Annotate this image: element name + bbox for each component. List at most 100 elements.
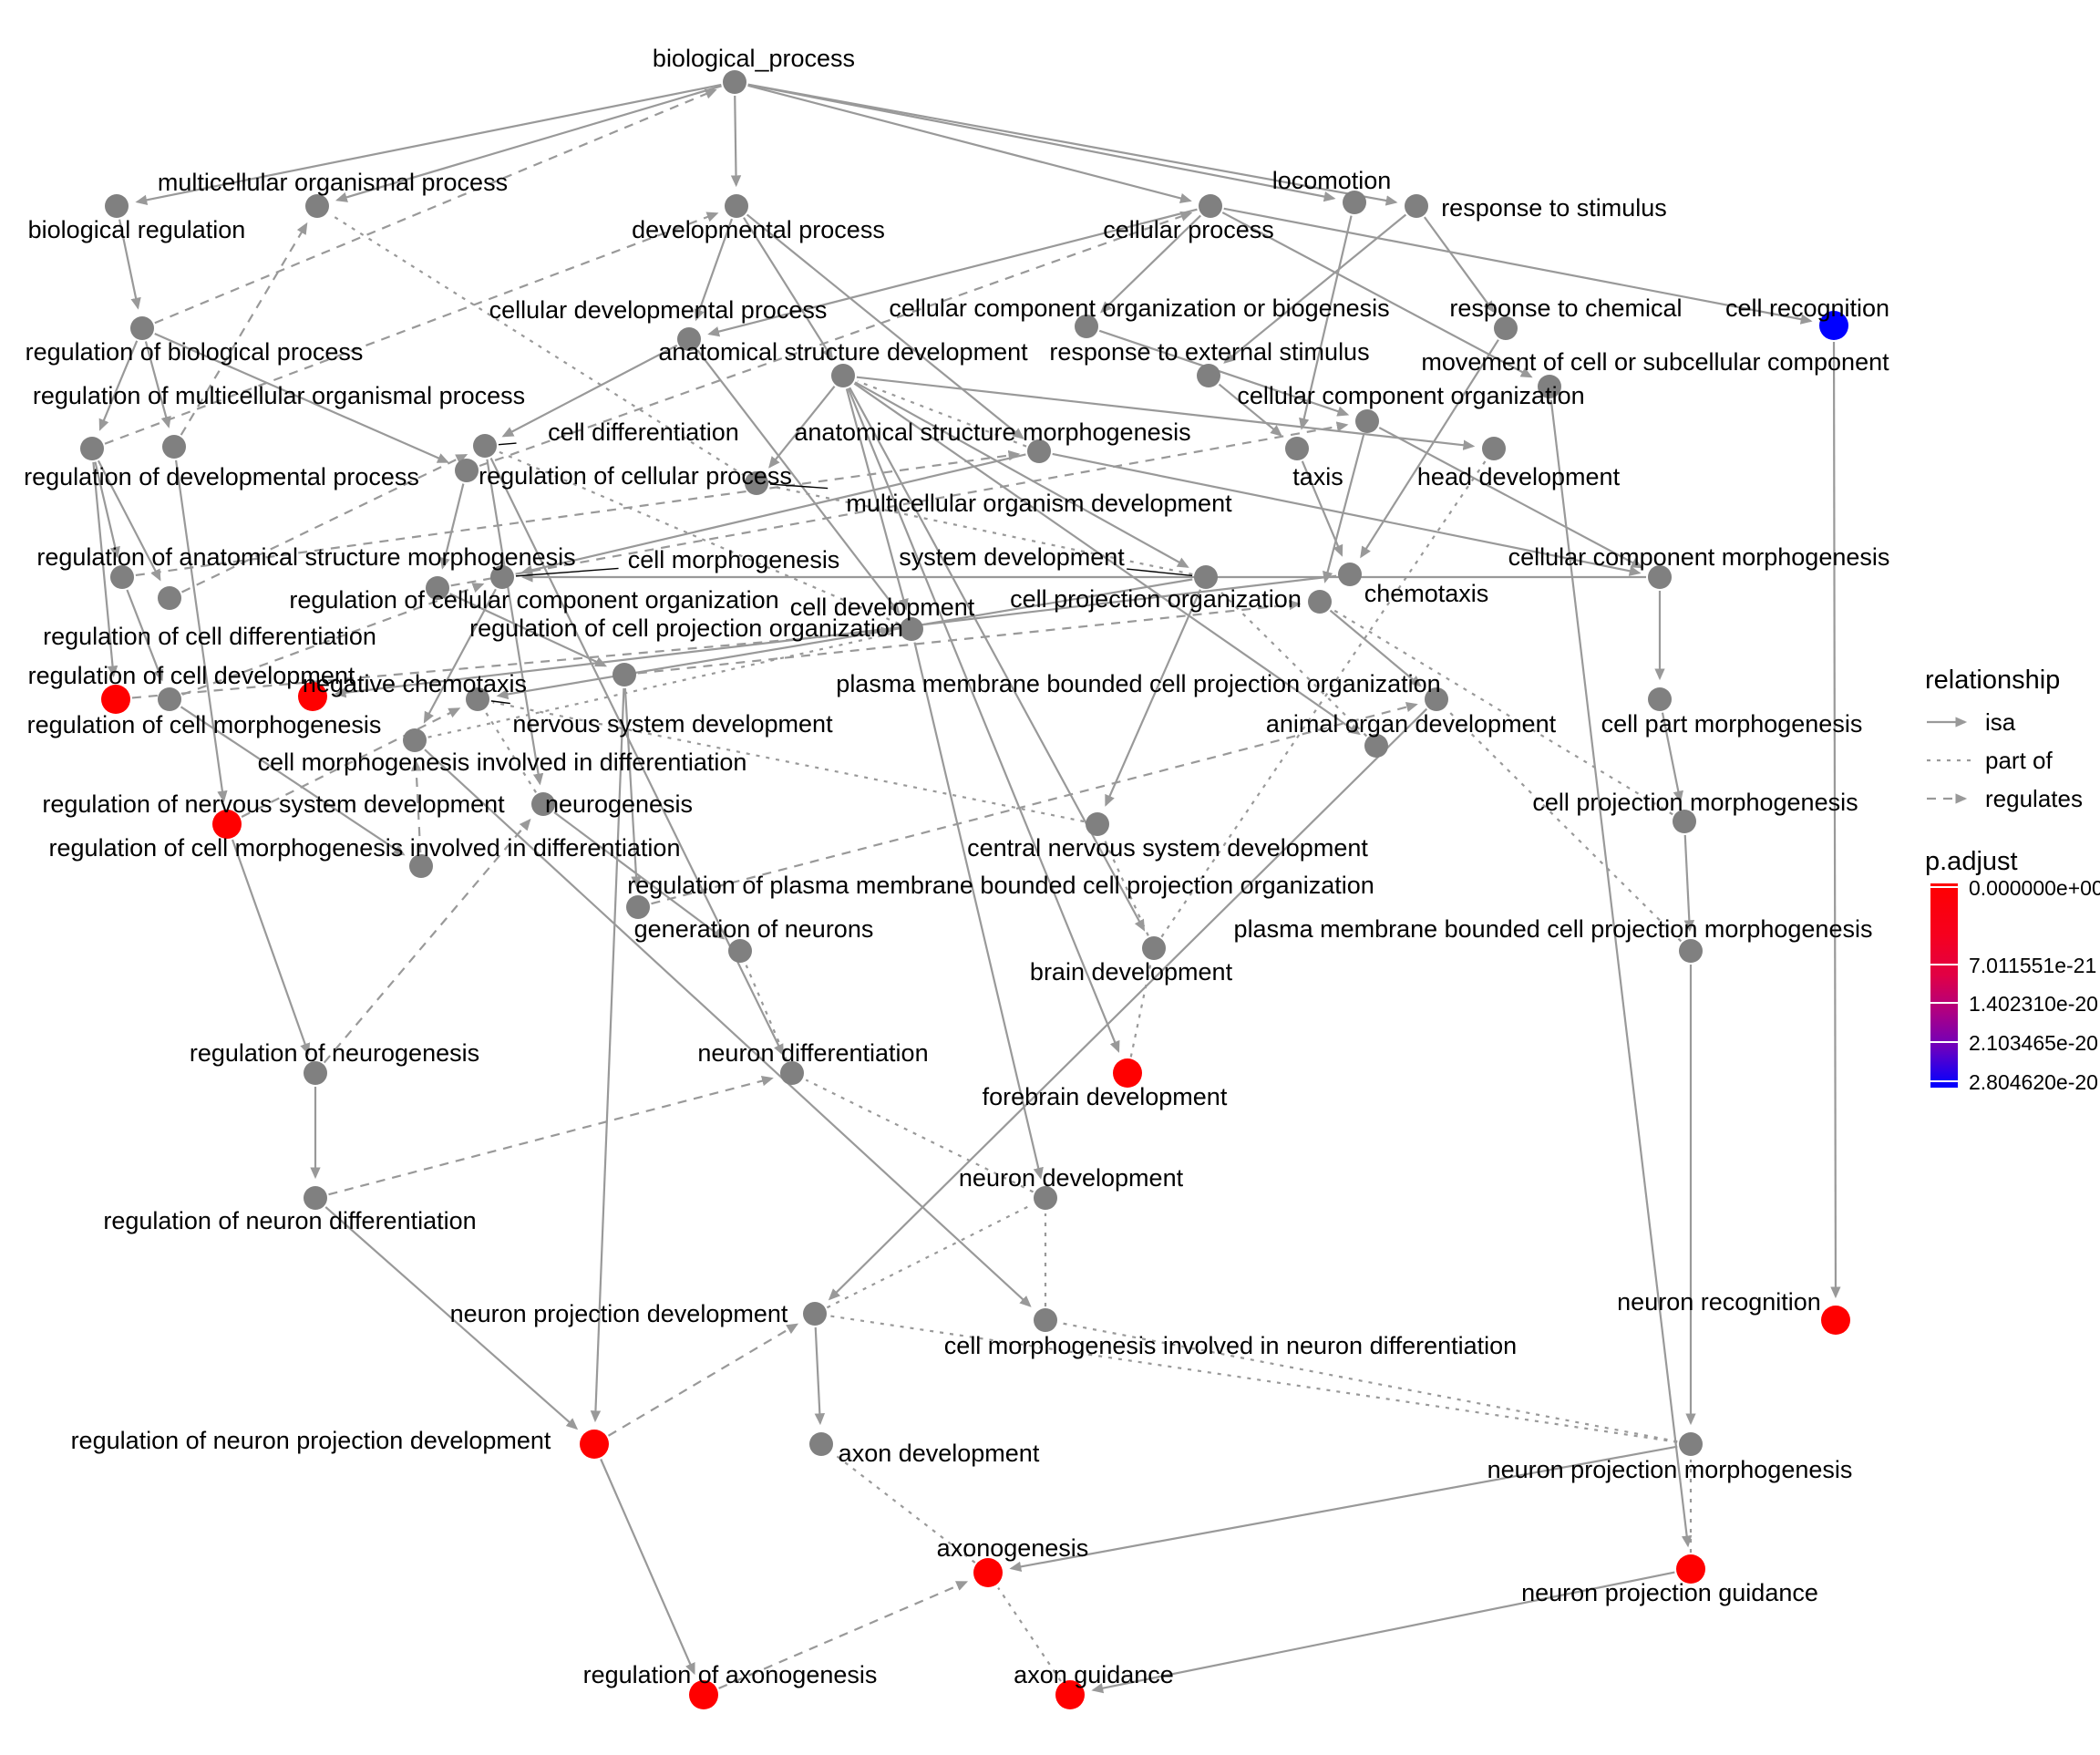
go-term-node <box>1113 1058 1142 1088</box>
go-term-label: anatomical structure development <box>658 338 1028 366</box>
go-term-label: multicellular organismal process <box>158 169 508 196</box>
go-term-label: cell morphogenesis <box>628 546 840 573</box>
edge-isa <box>730 95 742 188</box>
go-term-label: axon guidance <box>1014 1661 1174 1688</box>
edge-isa <box>747 84 1192 204</box>
edge-regulates <box>131 626 893 699</box>
go-term-label: movement of cell or subcellular componen… <box>1421 348 1889 376</box>
go-term-label: neuron development <box>959 1164 1184 1192</box>
go-term-label: regulation of cell projection organizati… <box>469 614 903 642</box>
go-term-node <box>304 1061 327 1085</box>
edge-part-of <box>745 965 788 1061</box>
colorbar-tick-label: 2.103465e-20 <box>1969 1031 2098 1055</box>
go-term-node <box>1364 734 1388 758</box>
legend-item-part-of: part of <box>1925 747 2100 774</box>
go-term-node <box>677 327 701 351</box>
edge-isa <box>853 382 1361 736</box>
go-term-label: regulation of cellular process <box>479 462 792 490</box>
edge-isa <box>439 483 465 570</box>
go-term-node <box>1027 439 1051 463</box>
go-term-node <box>1679 1432 1703 1456</box>
edge-isa <box>1223 207 1813 325</box>
label-leader-lines <box>490 442 1193 705</box>
go-term-label: anatomical structure morphogenesis <box>794 418 1190 446</box>
colorbar-tick-label: 7.011551e-21 <box>1969 954 2097 977</box>
edge-part-of <box>826 1203 1033 1309</box>
edge-part-of <box>829 1315 1678 1443</box>
go-term-label: cell recognition <box>1725 294 1889 322</box>
go-term-label: biological_process <box>653 45 855 72</box>
edge-isa <box>623 687 642 889</box>
edge-isa <box>1218 383 1282 437</box>
go-term-node <box>473 434 497 458</box>
labels-layer: biological_process multicellular organism… <box>24 45 1889 1688</box>
go-term-node <box>409 854 433 878</box>
edge-isa <box>847 387 1120 1053</box>
colorbar-tick <box>1930 1041 1958 1043</box>
go-term-node <box>745 471 768 495</box>
edge-isa <box>180 706 406 856</box>
go-term-node <box>1819 311 1848 340</box>
legend-item-regulates: regulates <box>1925 785 2100 812</box>
go-term-label: developmental process <box>632 216 885 243</box>
edge-regulates <box>637 599 1302 675</box>
go-term-node <box>1285 437 1309 460</box>
edge-isa <box>501 344 678 438</box>
go-term-node <box>1308 590 1332 614</box>
go-term-node <box>1482 437 1506 460</box>
go-term-label: regulation of cellular component organiz… <box>289 586 778 614</box>
go-term-node <box>490 565 514 589</box>
go-term-node <box>105 194 129 218</box>
edge-isa <box>92 461 118 678</box>
edge-isa <box>1830 341 1841 1299</box>
edge-isa <box>520 453 1026 575</box>
go-term-node <box>80 437 104 460</box>
edge-part-of <box>1060 1322 1678 1443</box>
go-term-node <box>809 1432 833 1456</box>
go-term-node <box>1055 1680 1085 1709</box>
go-term-label: cell part morphogenesis <box>1601 710 1863 738</box>
edge-isa <box>913 642 1044 1180</box>
go-term-node <box>110 565 134 589</box>
go-term-label: response to stimulus <box>1441 194 1667 222</box>
edge-isa <box>174 459 228 803</box>
edge-isa <box>97 459 161 582</box>
edge-isa <box>768 385 836 469</box>
go-term-label: biological regulation <box>28 216 246 243</box>
go-term-node <box>1197 364 1220 387</box>
go-term-node <box>1405 194 1428 218</box>
edge-isa <box>126 589 164 682</box>
go-term-label: generation of neurons <box>634 915 874 943</box>
go-term-label: regulation of nervous system development <box>42 790 505 818</box>
go-term-label: plasma membrane bounded cell projection … <box>836 670 1440 697</box>
go-term-node <box>1648 565 1672 589</box>
edge-isa <box>1091 1571 1675 1694</box>
edge-regulates <box>328 1076 774 1196</box>
go-term-label: neuron projection development <box>450 1300 788 1327</box>
go-term-label: cellular developmental process <box>489 296 828 324</box>
edge-regulates <box>180 222 308 436</box>
edge-isa <box>1105 589 1201 807</box>
edge-isa <box>231 839 311 1056</box>
edge-regulates <box>323 818 531 1064</box>
edge-isa <box>814 1327 826 1426</box>
colorbar-tick-label: 1.402310e-20 <box>1969 992 2098 1016</box>
go-term-node <box>305 194 329 218</box>
edge-isa <box>1549 399 1693 1548</box>
edge-isa <box>1223 213 1407 364</box>
edge-isa <box>1099 214 1202 314</box>
edge-regulates <box>104 212 719 445</box>
padjust-legend-title: p.adjust <box>1925 847 2018 876</box>
padjust-legend: p.adjust 0.000000e+00 7.011551e-21 1.402… <box>1925 847 2100 1139</box>
go-term-label: neuron projection guidance <box>1521 1579 1818 1606</box>
edge-isa <box>553 811 726 940</box>
edge-regulates <box>607 1323 799 1437</box>
go-term-node <box>612 663 636 687</box>
go-term-label: regulation of cell morphogenesis <box>27 711 382 738</box>
go-term-label: central nervous system development <box>967 834 1368 862</box>
go-term-node <box>728 939 752 963</box>
go-term-label: negative chemotaxis <box>303 670 527 697</box>
go-term-label: regulation of anatomical structure morph… <box>36 543 575 571</box>
